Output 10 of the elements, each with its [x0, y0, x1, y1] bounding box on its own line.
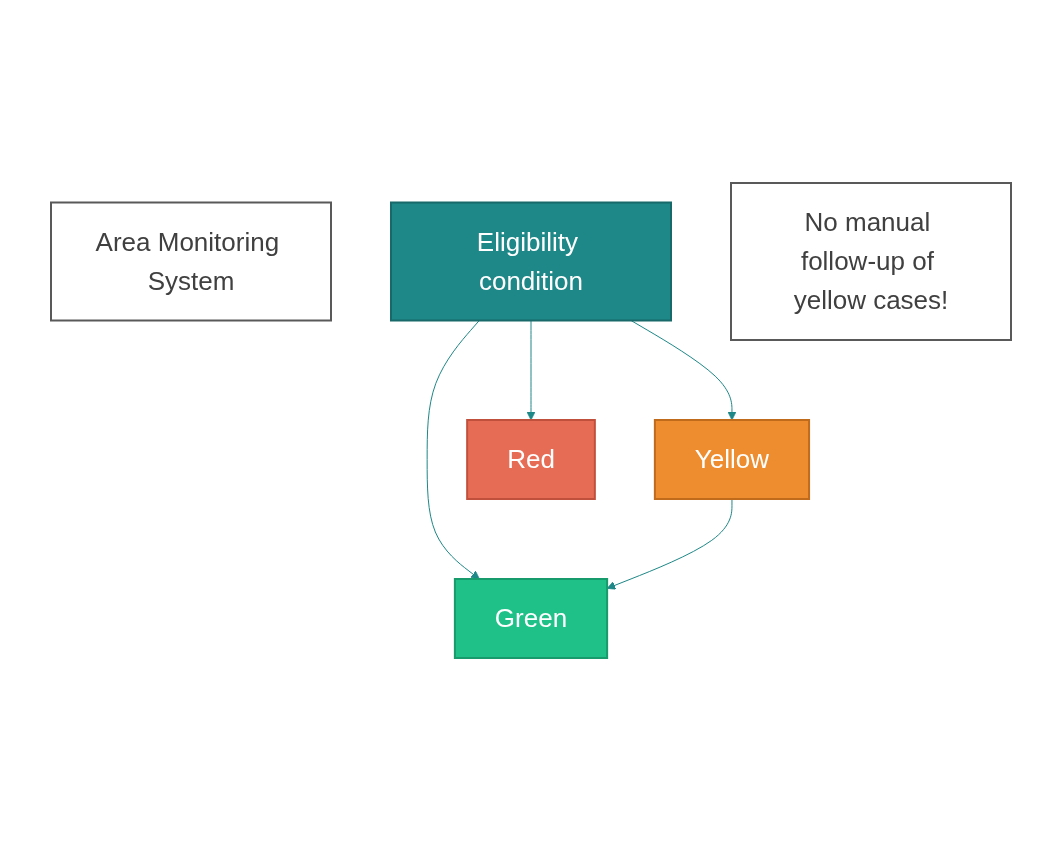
node-box: Area Monitoring System: [49, 201, 332, 322]
node-box: Red: [465, 419, 596, 500]
node-box: No manual follow-up of yellow cases!: [729, 182, 1012, 341]
node-box: Green: [453, 578, 608, 659]
node-box: Yellow: [653, 419, 810, 500]
arrow: [526, 320, 535, 421]
arrow: [630, 320, 736, 421]
arrow: [606, 498, 732, 590]
node-box: Eligibility condition: [389, 201, 672, 322]
arrow: [426, 320, 480, 580]
